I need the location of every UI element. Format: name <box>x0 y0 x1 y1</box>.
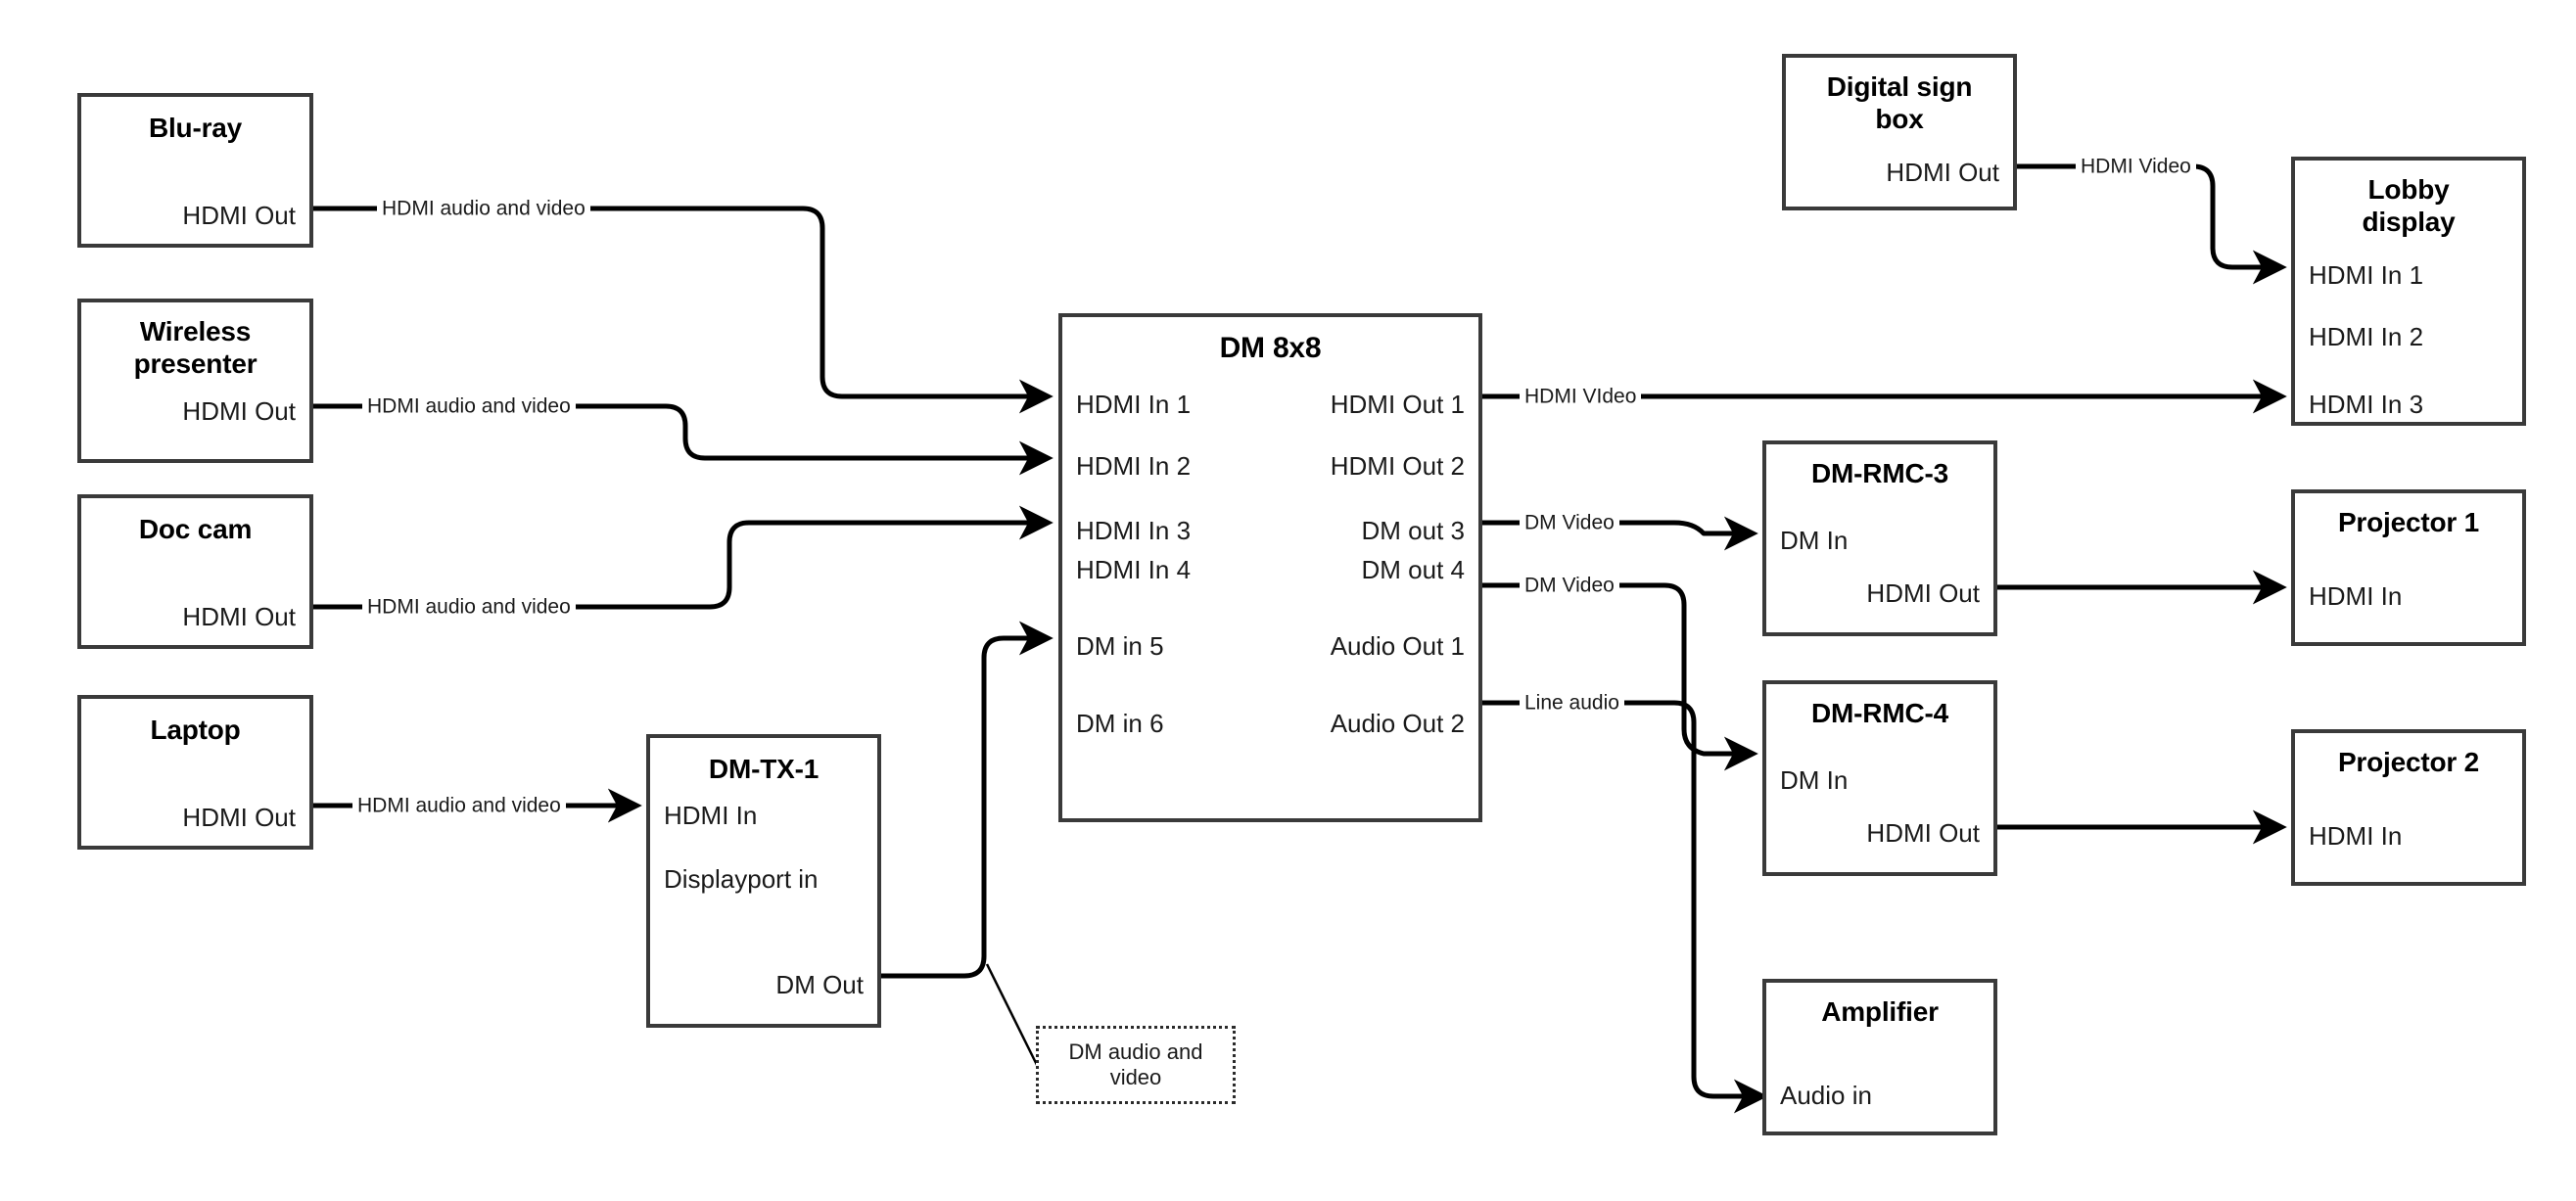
node-projector-2[interactable]: Projector 2 HDMI In <box>2291 729 2526 886</box>
node-lobby-display-title-line2: display <box>2362 206 2456 237</box>
node-dm-rmc-3-title: DM-RMC-3 <box>1811 458 1948 488</box>
node-laptop-port-hdmi-out: HDMI Out <box>182 803 296 832</box>
node-bluray-port-hdmi-out: HDMI Out <box>182 201 296 230</box>
node-projector-1[interactable]: Projector 1 HDMI In <box>2291 489 2526 646</box>
node-lobby-display-title-line1: Lobby <box>2367 174 2450 205</box>
node-dm-rmc-4-title: DM-RMC-4 <box>1811 698 1948 728</box>
node-projector-2-port-hdmi-in: HDMI In <box>2309 821 2403 851</box>
node-dm-8x8-output-dm-out-4: DM out 4 <box>1361 555 1466 584</box>
node-dm-tx-1[interactable]: DM-TX-1 HDMI In Displayport in DM Out <box>646 734 881 1028</box>
node-dm-tx-1-port-dm-out: DM Out <box>775 970 864 999</box>
node-amplifier-title: Amplifier <box>1821 996 1939 1027</box>
node-dm-8x8-output-hdmi-out-2: HDMI Out 2 <box>1330 451 1465 481</box>
node-projector-2-title: Projector 2 <box>2337 747 2480 777</box>
callout-line-1: DM audio and <box>1068 1039 1203 1064</box>
node-lobby-display[interactable]: Lobby display HDMI In 1 HDMI In 2 HDMI I… <box>2291 157 2526 426</box>
node-dm-8x8-input-hdmi-in-2: HDMI In 2 <box>1076 451 1192 481</box>
wire-label-laptop-to-dmtx1: HDMI audio and video <box>352 795 566 816</box>
node-wireless-presenter-port-hdmi-out: HDMI Out <box>182 396 296 426</box>
node-wireless-presenter-title-line2: presenter <box>133 347 258 379</box>
callout-dm-audio-and-video-text: DM audio and video <box>1069 1039 1203 1091</box>
node-lobby-display-input-hdmi-in-2: HDMI In 2 <box>2309 322 2424 351</box>
node-dm-tx-1-port-displayport-in: Displayport in <box>664 864 819 894</box>
node-dm-8x8[interactable]: DM 8x8 HDMI In 1 HDMI In 2 HDMI In 3 HDM… <box>1058 313 1482 822</box>
wire-label-dmout4-to-dmrmc4: DM Video <box>1520 575 1619 596</box>
node-dm-8x8-title: DM 8x8 <box>1219 332 1322 364</box>
wire-label-audioout1-to-amplifier: Line audio <box>1520 692 1624 714</box>
wire-label-bluray-to-dm8x8: HDMI audio and video <box>377 198 590 219</box>
wire-label-dmout3-to-dmrmc3: DM Video <box>1520 512 1619 533</box>
node-bluray-title: Blu-ray <box>148 113 243 143</box>
node-digital-sign-box-title-line1: Digital sign <box>1826 71 1973 102</box>
node-laptop[interactable]: Laptop HDMI Out <box>77 695 313 850</box>
node-dm-rmc-4-port-dm-in: DM In <box>1780 765 1849 795</box>
node-dm-8x8-input-hdmi-in-3: HDMI In 3 <box>1076 516 1192 545</box>
node-bluray[interactable]: Blu-ray HDMI Out <box>77 93 313 248</box>
wire-bluray-to-dm8x8-hdmi-in-1 <box>313 206 1054 414</box>
leader-dm-audio-and-video-callout <box>985 963 1040 1068</box>
wire-label-digitalsign-to-lobby: HDMI Video <box>2076 156 2196 177</box>
node-dm-8x8-output-audio-out-2: Audio Out 2 <box>1330 709 1465 738</box>
wire-digitalsign-to-lobby-hdmi-in-1 <box>2017 163 2287 285</box>
node-dm-8x8-output-audio-out-1: Audio Out 1 <box>1330 631 1465 661</box>
wire-doccam-to-dm8x8-hdmi-in-3 <box>313 505 1054 610</box>
node-dm-rmc-4[interactable]: DM-RMC-4 DM In HDMI Out <box>1762 680 1997 876</box>
wire-dmtx1-to-dm8x8-dm-in-5 <box>881 621 1054 979</box>
node-dm-8x8-input-dm-in-5: DM in 5 <box>1076 631 1164 661</box>
node-dm-8x8-output-dm-out-3: DM out 3 <box>1361 516 1466 545</box>
node-amplifier-port-audio-in: Audio in <box>1780 1081 1872 1110</box>
node-dm-tx-1-port-hdmi-in: HDMI In <box>664 801 758 830</box>
node-wireless-presenter-title-line1: Wireless <box>139 316 252 346</box>
node-amplifier[interactable]: Amplifier Audio in <box>1762 979 1997 1135</box>
wire-label-hdmiout1-to-lobby: HDMI VIdeo <box>1520 386 1642 407</box>
wire-dm8x8-dmout4-to-dmrmc4 <box>1482 582 1758 771</box>
wire-label-wireless-to-dm8x8: HDMI audio and video <box>362 395 576 417</box>
wire-dm8x8-audioout1-to-amplifier <box>1482 700 1768 1114</box>
node-projector-1-port-hdmi-in: HDMI In <box>2309 581 2403 611</box>
node-digital-sign-box-title-line2: box <box>1875 103 1924 134</box>
node-dm-rmc-3[interactable]: DM-RMC-3 DM In HDMI Out <box>1762 440 1997 636</box>
node-doc-cam-port-hdmi-out: HDMI Out <box>182 602 296 631</box>
node-dm-8x8-input-hdmi-in-4: HDMI In 4 <box>1076 555 1192 584</box>
node-projector-1-title: Projector 1 <box>2337 507 2480 537</box>
node-dm-8x8-output-hdmi-out-1: HDMI Out 1 <box>1330 390 1465 419</box>
node-dm-8x8-input-hdmi-in-1: HDMI In 1 <box>1076 390 1192 419</box>
callout-dm-audio-and-video: DM audio and video <box>1036 1026 1236 1104</box>
node-doc-cam[interactable]: Doc cam HDMI Out <box>77 494 313 649</box>
node-dm-rmc-3-port-hdmi-out: HDMI Out <box>1866 578 1980 608</box>
callout-line-2: video <box>1109 1065 1162 1089</box>
node-lobby-display-input-hdmi-in-1: HDMI In 1 <box>2309 260 2424 290</box>
node-digital-sign-box[interactable]: Digital sign box HDMI Out <box>1782 54 2017 210</box>
node-dm-rmc-3-port-dm-in: DM In <box>1780 526 1849 555</box>
node-dm-tx-1-title: DM-TX-1 <box>708 754 820 784</box>
node-doc-cam-title: Doc cam <box>138 514 253 544</box>
wire-label-doccam-to-dm8x8: HDMI audio and video <box>362 596 576 618</box>
node-laptop-title: Laptop <box>150 715 241 745</box>
node-digital-sign-box-port-hdmi-out: HDMI Out <box>1886 158 1999 187</box>
node-dm-rmc-4-port-hdmi-out: HDMI Out <box>1866 818 1980 848</box>
node-dm-8x8-input-dm-in-6: DM in 6 <box>1076 709 1164 738</box>
node-wireless-presenter[interactable]: Wireless presenter HDMI Out <box>77 299 313 463</box>
node-lobby-display-input-hdmi-in-3: HDMI In 3 <box>2309 390 2424 419</box>
